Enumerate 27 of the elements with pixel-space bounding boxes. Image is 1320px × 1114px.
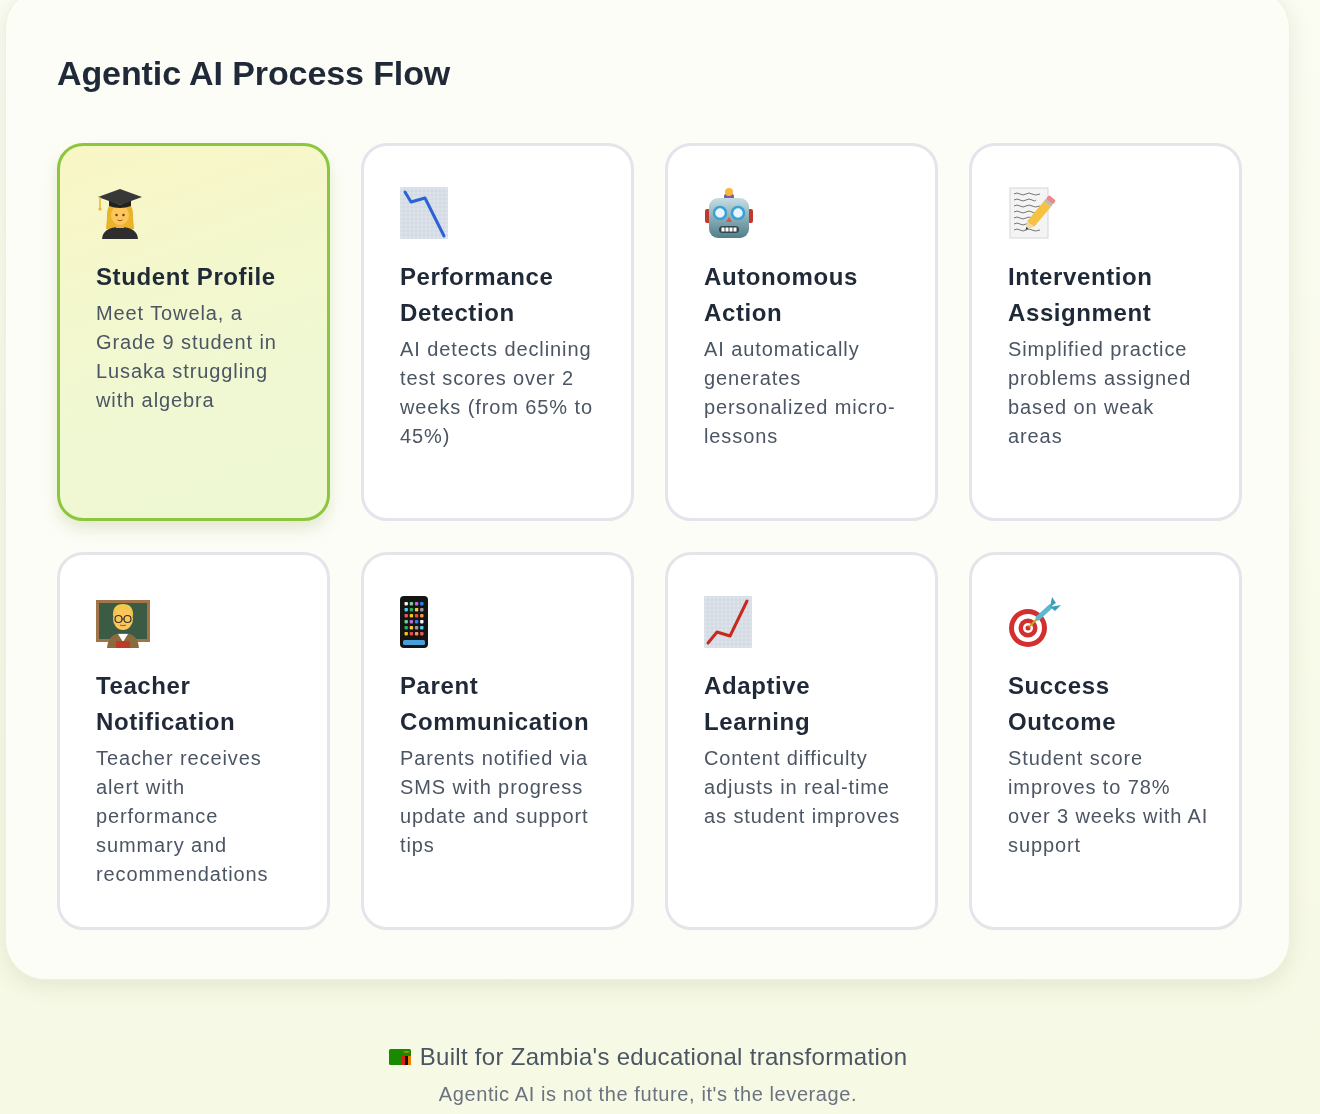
footer-tagline: Built for Zambia's educational transformation [419,1042,908,1072]
process-card [969,552,1242,930]
card-title: Student Profile [96,262,277,292]
process-card [361,143,634,521]
card-description: AI detects declining test scores over 2 weeks (from 65% to 45%) [400,337,594,449]
card-title: Success Outcome [1008,671,1118,737]
process-card [665,143,938,521]
card-description: AI automatically generates personalized micro-lessons [704,337,897,449]
process-card [57,143,330,521]
process-card [665,552,938,930]
card-title: Teacher Notification [96,671,237,737]
card-title: Performance Detection [400,262,555,328]
card-description: Teacher receives alert with performance summary and recommendations [96,746,270,887]
card-title: Parent Communication [400,671,591,737]
card-title: Adaptive Learning [704,671,812,737]
process-card [969,143,1242,521]
card-description: Simplified practice problems assigned based on weak areas [1008,337,1193,449]
card-title: Autonomous Action [704,262,859,328]
card-title: Intervention Assignment [1008,262,1154,328]
footer-subtitle: Agentic AI is not the future, it's the leverage. [438,1082,858,1107]
process-card [361,552,634,930]
card-description: Content difficulty adjusts in real-time as student improves [704,746,902,829]
card-description: Student score improves to 78% over 3 weeks with AI support [1008,746,1209,858]
page-title: Agentic AI Process Flow [57,53,451,93]
card-description: Parents notified via SMS with progress update and support tips [400,746,590,858]
process-card [57,552,330,930]
card-description: Meet Towela, a Grade 9 student in Lusaka struggling with algebra [96,301,278,413]
